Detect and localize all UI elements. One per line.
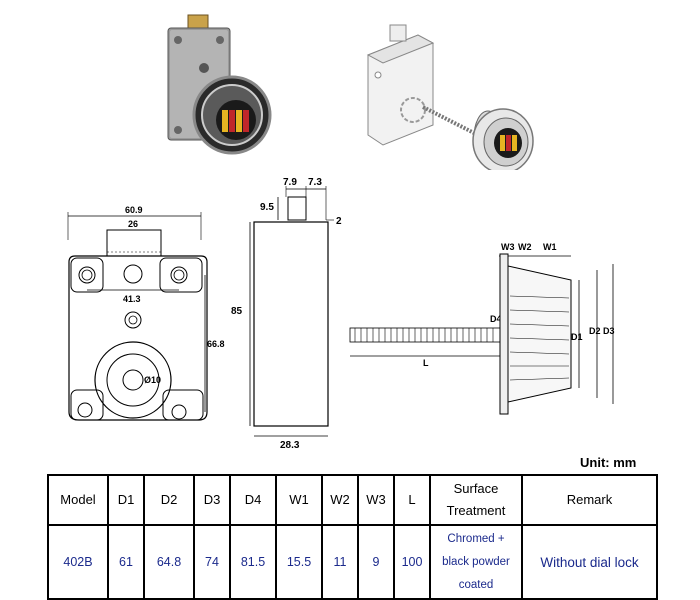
header-w1: W1 [275, 474, 323, 526]
header-surface-line2: Treatment [446, 503, 506, 518]
cell-w3: 9 [357, 524, 395, 600]
cell-l: 100 [393, 524, 431, 600]
spec-table: Model D1 D2 D3 D4 W1 W2 W3 L Surface Tre… [47, 474, 658, 600]
header-d4: D4 [229, 474, 277, 526]
header-d3: D3 [193, 474, 231, 526]
cell-d2: 64.8 [143, 524, 195, 600]
cell-surface: Chromed + black powder coated [429, 524, 523, 600]
surface-line1: Chromed + [447, 532, 505, 545]
dim-d1: D1 [571, 332, 583, 342]
cell-d4: 81.5 [229, 524, 277, 600]
table-header-row: Model D1 D2 D3 D4 W1 W2 W3 L Surface Tre… [47, 474, 658, 526]
header-d2: D2 [143, 474, 195, 526]
dim-width: 60.9 [125, 205, 143, 215]
dim-d4: D4 [490, 314, 502, 324]
header-l: L [393, 474, 431, 526]
lock-photo [167, 14, 272, 155]
side-view-drawing: 7.9 7.3 9.5 2 85 28.3 [231, 177, 342, 451]
header-surface: Surface Treatment [429, 474, 523, 526]
cell-d1: 61 [107, 524, 145, 600]
dim-holes: 41.3 [123, 294, 141, 304]
cell-w2: 11 [321, 524, 359, 600]
dim-d2: D2 [589, 326, 601, 336]
dial-spindle-drawing: W3 W2 W1 L D4 D1 D2 D3 [349, 242, 615, 415]
dim-spindle-h: 9.5 [260, 202, 274, 213]
cell-w1: 15.5 [275, 524, 323, 600]
dim-center: Ø10 [144, 375, 161, 385]
dim-hole-v: 66.8 [207, 339, 225, 349]
cell-model: 402B [47, 524, 109, 600]
dim-depth: 28.3 [280, 440, 300, 451]
surface-line2: black powder [442, 555, 510, 568]
dim-w2: W2 [518, 242, 532, 252]
table-row: 402B 61 64.8 74 81.5 15.5 11 9 100 Chrom… [47, 524, 658, 600]
dim-top-w2: 7.3 [308, 177, 322, 188]
header-surface-line1: Surface [453, 481, 499, 496]
cell-remark: Without dial lock [521, 524, 658, 600]
header-d1: D1 [107, 474, 145, 526]
dim-l: L [423, 358, 429, 368]
front-view-drawing: 60.9 26 41.3 Ø10 66.8 [67, 205, 225, 421]
dim-spindle-gap: 2 [336, 216, 342, 227]
header-remark: Remark [521, 474, 658, 526]
lock-exploded-drawing [366, 24, 534, 170]
header-model: Model [47, 474, 109, 526]
surface-line3: coated [458, 578, 494, 591]
cell-d3: 74 [193, 524, 231, 600]
dim-d3: D3 [603, 326, 615, 336]
header-w3: W3 [357, 474, 395, 526]
dim-w3: W3 [501, 242, 515, 252]
unit-label: Unit: mm [580, 455, 637, 470]
dim-slot: 26 [128, 219, 138, 229]
dim-top-w1: 7.9 [283, 177, 297, 188]
dim-height: 85 [231, 306, 243, 317]
dim-w1: W1 [543, 242, 557, 252]
header-w2: W2 [321, 474, 359, 526]
